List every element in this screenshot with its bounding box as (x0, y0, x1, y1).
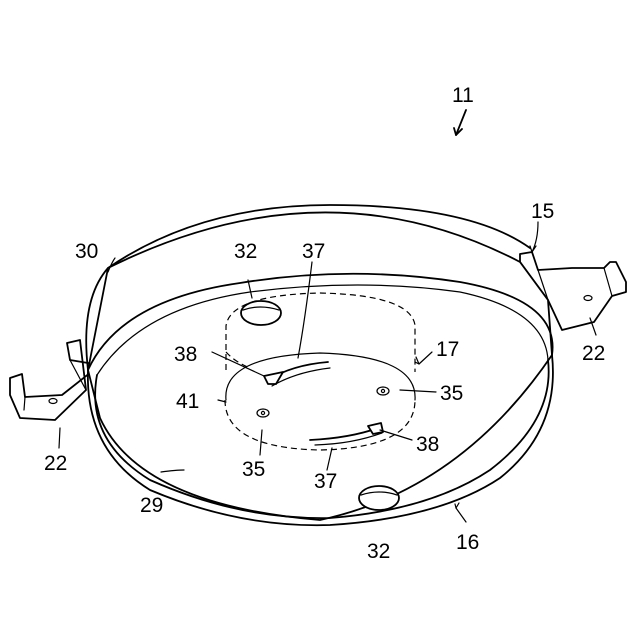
boss-bottom (359, 486, 399, 510)
label-seam: 41 (176, 390, 199, 413)
label-body: 16 (456, 531, 479, 554)
label-mount-right: 22 (582, 342, 605, 365)
label-assembly: 11 (452, 84, 474, 107)
label-bottom-face: 29 (140, 494, 163, 517)
label-boss-bottom: 32 (367, 540, 390, 563)
label-bracket: 15 (531, 200, 554, 223)
label-boss-top: 32 (234, 240, 257, 263)
label-tab-right: 38 (416, 433, 439, 456)
label-tab-left: 38 (174, 343, 197, 366)
label-adapter: 17 (436, 338, 459, 361)
label-mount-left: 22 (44, 452, 67, 475)
label-slot-bottom: 37 (314, 470, 337, 493)
label-pin-left: 35 (242, 458, 265, 481)
label-outer-case: 30 (75, 240, 98, 263)
label-pin-right: 35 (440, 382, 463, 405)
label-slot-top: 37 (302, 240, 325, 263)
